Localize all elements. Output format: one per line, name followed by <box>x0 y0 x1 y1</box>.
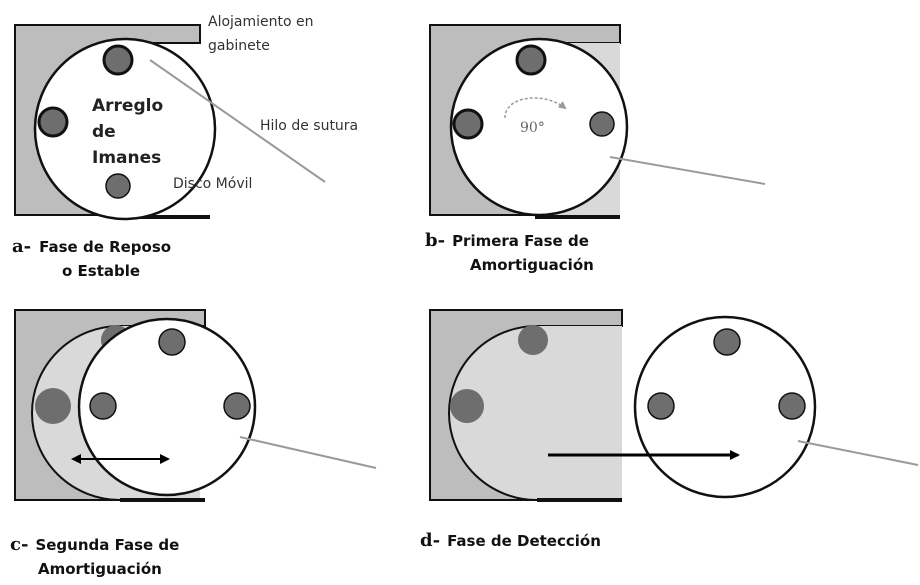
ghost-magnet-top-d <box>518 325 548 355</box>
suture-thread-label: Hilo de sutura <box>260 118 358 134</box>
panel-c: c- Segunda Fase de Amortiguación <box>10 309 377 578</box>
ghost-magnet-left-c <box>35 388 71 424</box>
moving-disk-c <box>77 317 257 497</box>
suture-thread-d <box>797 440 919 466</box>
moving-disk-b <box>449 37 629 217</box>
suture-thread-a <box>149 59 326 183</box>
magnet-bottom-a <box>105 173 131 199</box>
rotation-arrow <box>504 97 567 119</box>
suture-thread-b <box>609 156 766 185</box>
suture-thread-c <box>239 436 377 469</box>
panel-b: 90° b- Primera Fase de Amortiguación <box>425 24 766 274</box>
caption-c-line2: Amortiguación <box>38 560 162 578</box>
caption-a-line2: o Estable <box>62 262 140 280</box>
caption-b-line2: Amortiguación <box>470 256 594 274</box>
caption-c: c- Segunda Fase de <box>10 534 179 555</box>
panel-d: d- Fase de Detección <box>420 309 919 551</box>
magnet-left-c <box>89 392 117 420</box>
magnet-array-label-line2: de <box>92 122 116 142</box>
housing-label: Alojamiento en <box>208 14 314 30</box>
moving-disk-a <box>33 37 217 221</box>
magnet-left-a <box>37 106 69 138</box>
caption-b: b- Primera Fase de <box>425 230 589 251</box>
magnet-left-d <box>647 392 675 420</box>
magnet-array-label: Arreglo <box>92 96 163 116</box>
panel-a: Alojamiento en gabinete Hilo de sutura A… <box>12 14 358 280</box>
magnet-top-d <box>713 328 741 356</box>
magnet-right-d <box>778 392 806 420</box>
magnet-top-c <box>158 328 186 356</box>
moving-disk-label: Disco Móvil <box>173 176 252 192</box>
housing-rim-c <box>31 325 121 501</box>
caption-a: a- Fase de Reposo <box>12 236 171 257</box>
moving-disk-d <box>633 315 817 499</box>
magnet-top-a <box>102 44 134 76</box>
magnet-array-label-line3: Imanes <box>92 148 161 168</box>
magnet-top-b <box>515 44 547 76</box>
housing-rim-d <box>448 325 538 501</box>
magnet-left-b <box>452 108 484 140</box>
ghost-magnet-left-d <box>450 389 484 423</box>
housing-label-line2: gabinete <box>208 38 270 54</box>
caption-d: d- Fase de Detección <box>420 530 601 551</box>
rotation-angle-label: 90° <box>520 120 545 136</box>
magnet-right-c <box>223 392 251 420</box>
magnet-right-b <box>589 111 615 137</box>
